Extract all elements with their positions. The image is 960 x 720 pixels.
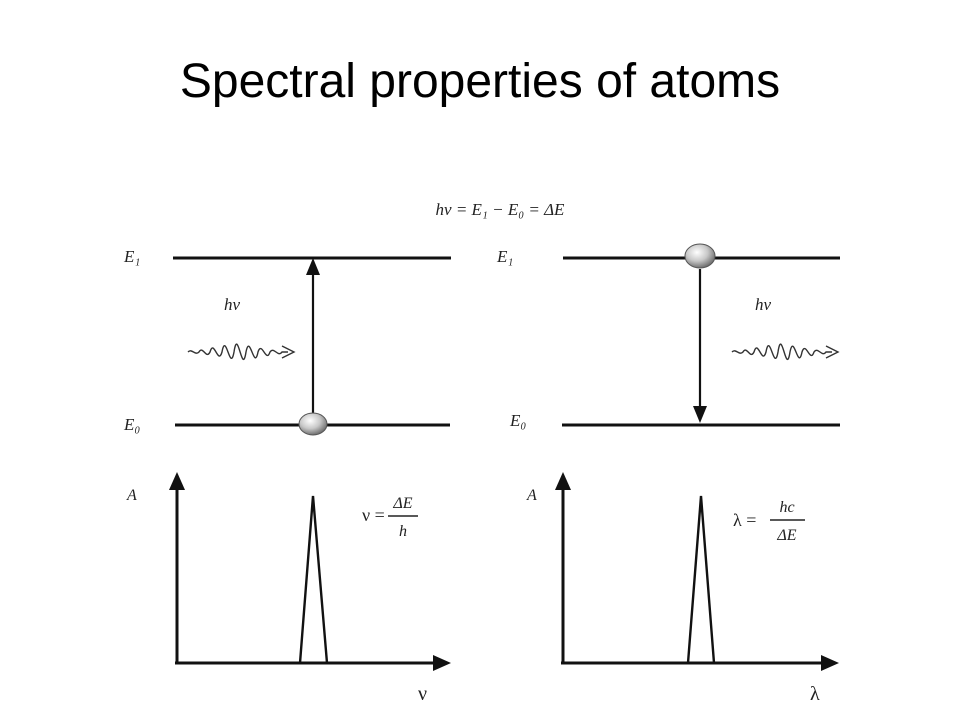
emission-x-axis-label: λ — [810, 683, 820, 705]
emission-electron — [684, 243, 716, 269]
energy-equation: hν = E₁ − E₀ = ΔE — [436, 200, 566, 219]
absorption-x-axis-arrow — [433, 655, 451, 671]
absorption-formula-denominator: h — [399, 523, 407, 540]
emission-formula-lhs: λ = — [733, 510, 756, 530]
emission-x-axis-arrow — [821, 655, 839, 671]
absorption-upper-level-label: E₁ — [123, 247, 140, 266]
absorption-electron — [298, 412, 328, 436]
absorption-lower-level-label: E₀ — [123, 415, 140, 434]
absorption-peak — [298, 495, 329, 664]
absorption-arrow-head — [306, 258, 320, 275]
emission-formula-numerator: hc — [779, 499, 794, 516]
absorption-spectrum-plot: A ν ν = ΔE h — [126, 472, 451, 705]
absorption-y-axis-label: A — [126, 487, 137, 504]
emission-lower-level-label: E₀ — [509, 411, 526, 430]
emission-energy-diagram: E₁ E₀ hν — [496, 243, 840, 430]
emission-y-axis-arrow — [555, 472, 571, 490]
absorption-formula-numerator: ΔE — [392, 495, 412, 512]
absorption-photon-wave — [187, 343, 288, 361]
emission-upper-level-label: E₁ — [496, 247, 513, 266]
emission-photon-wave — [731, 343, 832, 361]
emission-formula-denominator: ΔE — [776, 527, 796, 544]
emission-y-axis-label: A — [526, 487, 537, 504]
absorption-x-axis-label: ν — [418, 683, 427, 705]
emission-spectrum-plot: A λ λ = hc ΔE — [526, 472, 839, 705]
emission-photon-label: hν — [755, 295, 772, 314]
absorption-y-axis-arrow — [169, 472, 185, 490]
emission-arrow-head — [693, 406, 707, 423]
absorption-energy-diagram: E₁ E₀ hν — [123, 247, 451, 436]
absorption-photon-label: hν — [224, 295, 241, 314]
slide-title: Spectral properties of atoms — [179, 55, 781, 108]
emission-peak — [686, 495, 716, 664]
absorption-formula-lhs: ν = — [362, 505, 385, 525]
